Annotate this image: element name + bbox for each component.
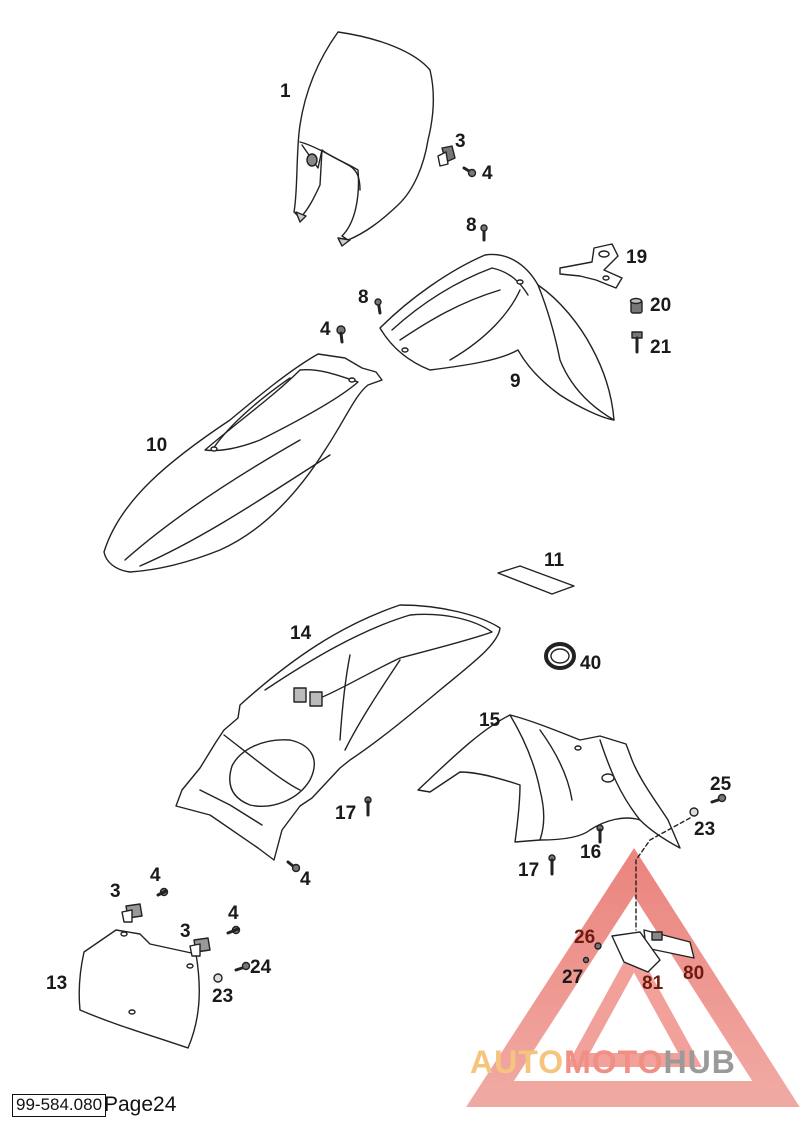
nut-part-23-right — [689, 807, 699, 817]
screw-part-17-mid — [364, 796, 372, 817]
screw-part-16 — [596, 824, 604, 844]
callout-3-top: 3 — [455, 131, 466, 152]
screw-part-17-right — [548, 854, 556, 876]
callout-16: 16 — [580, 842, 602, 863]
callout-4-lower: 4 — [300, 869, 311, 890]
callout-20: 20 — [650, 295, 672, 316]
callout-10: 10 — [146, 435, 168, 456]
callout-13: 13 — [46, 973, 68, 994]
callout-4-top: 4 — [482, 163, 493, 184]
callout-9: 9 — [510, 371, 521, 392]
grommet-part-40 — [544, 642, 576, 670]
number-plate-part-13 — [78, 929, 200, 1049]
document-code: 99-584.080 — [12, 1094, 107, 1117]
callout-4-mid: 4 — [320, 319, 331, 340]
screw-part-4-mid — [336, 325, 346, 344]
holder-part-81 — [611, 931, 661, 973]
callout-25: 25 — [710, 774, 732, 795]
screw-part-26 — [594, 942, 602, 950]
bolt-part-24 — [234, 961, 251, 972]
callout-8-lower: 8 — [358, 287, 369, 308]
callout-15: 15 — [479, 710, 501, 731]
callout-23-left: 23 — [212, 986, 234, 1007]
clip-nut-part-3-top — [437, 145, 456, 167]
bolt-part-25 — [710, 793, 727, 804]
callout-14: 14 — [290, 623, 312, 644]
dash-leader-line — [635, 817, 691, 931]
callout-19: 19 — [626, 247, 648, 268]
watermark-part-moto: MOTO — [564, 1044, 664, 1080]
front-fender-part-9 — [379, 253, 615, 421]
watermark-triangle-logo — [466, 847, 800, 1107]
callout-27: 27 — [562, 967, 584, 988]
page-number: Page24 — [104, 1093, 177, 1116]
screw-part-8-upper — [480, 224, 488, 242]
watermark-part-auto: AUTO — [470, 1044, 565, 1080]
screw-part-4-right — [226, 925, 241, 935]
screw-part-4-top — [462, 166, 477, 178]
windshield-part-1 — [293, 31, 434, 247]
screw-part-4-left — [156, 887, 169, 897]
callout-3-right: 3 — [180, 921, 191, 942]
callout-1: 1 — [280, 81, 291, 102]
callout-80: 80 — [683, 963, 705, 984]
callout-81: 81 — [642, 973, 664, 994]
nut-part-27 — [582, 956, 590, 964]
callout-17-right: 17 — [518, 860, 540, 881]
clip-nut-part-3-left — [121, 903, 143, 923]
callout-21: 21 — [650, 337, 672, 358]
callout-4-left: 4 — [150, 865, 161, 886]
screw-part-4-lower — [286, 860, 301, 873]
callout-11: 11 — [544, 550, 565, 571]
watermark-part-hub: HUB — [663, 1044, 736, 1080]
sticker-part-11 — [497, 565, 575, 595]
callout-8-upper: 8 — [466, 215, 477, 236]
callout-40: 40 — [580, 653, 602, 674]
watermark-text: AUTOMOTOHUB — [470, 1046, 736, 1078]
callout-4-right: 4 — [228, 903, 239, 924]
nut-part-23-left — [213, 973, 223, 983]
clip-nut-part-3-right — [189, 937, 211, 957]
callout-24: 24 — [250, 957, 272, 978]
bushing-part-20 — [629, 297, 643, 314]
screw-part-8-lower — [374, 298, 382, 315]
callout-17-mid: 17 — [335, 803, 357, 824]
rear-fender-part-14 — [175, 604, 501, 861]
rear-side-panel-part-15 — [417, 714, 681, 849]
callout-26: 26 — [574, 927, 596, 948]
front-fender-part-10 — [103, 353, 383, 573]
callout-23-right: 23 — [694, 819, 716, 840]
bolt-part-21 — [631, 331, 643, 354]
bracket-part-19 — [559, 243, 623, 289]
callout-3-left: 3 — [110, 881, 121, 902]
